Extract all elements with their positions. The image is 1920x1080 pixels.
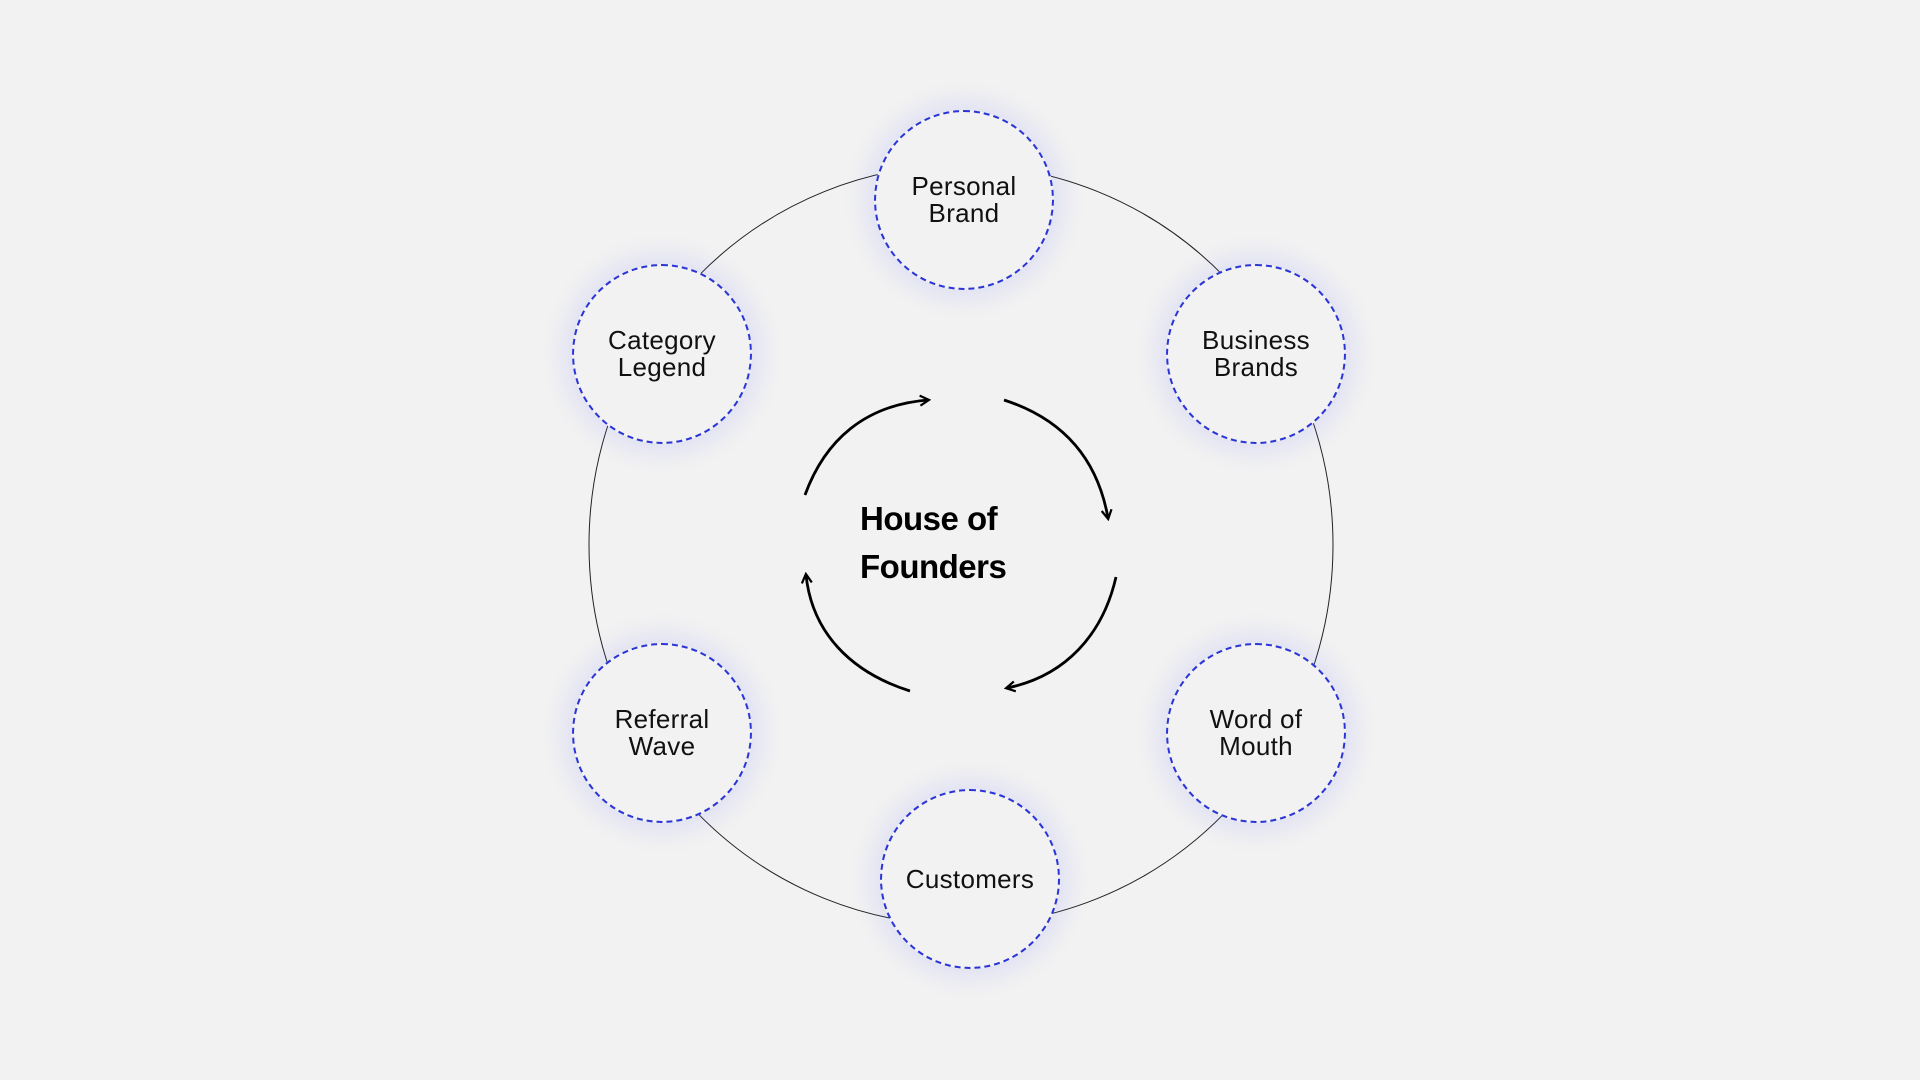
cycle-arrow-bottom-left: [806, 575, 911, 693]
node-label: Customers: [905, 863, 1035, 894]
node-label: Category Legend: [608, 325, 716, 382]
node-customers: Customers: [880, 789, 1060, 969]
cycle-arrow-bottom-right: [1007, 576, 1118, 688]
cycle-arrow-top-right: [1003, 398, 1108, 518]
node-word-of-mouth: Word of Mouth: [1166, 643, 1346, 823]
node-category-legend: Category Legend: [572, 264, 752, 444]
node-business-brands: Business Brands: [1166, 264, 1346, 444]
node-personal-brand: Personal Brand: [874, 110, 1054, 290]
node-label: Word of Mouth: [1209, 704, 1303, 761]
center-title: House of Founders: [860, 500, 1007, 585]
node-label: Business Brands: [1202, 325, 1310, 382]
node-referral-wave: Referral Wave: [572, 643, 752, 823]
cycle-arrow-top-left: [803, 400, 928, 496]
node-label: Personal Brand: [911, 171, 1017, 228]
node-label: Referral Wave: [614, 704, 710, 761]
